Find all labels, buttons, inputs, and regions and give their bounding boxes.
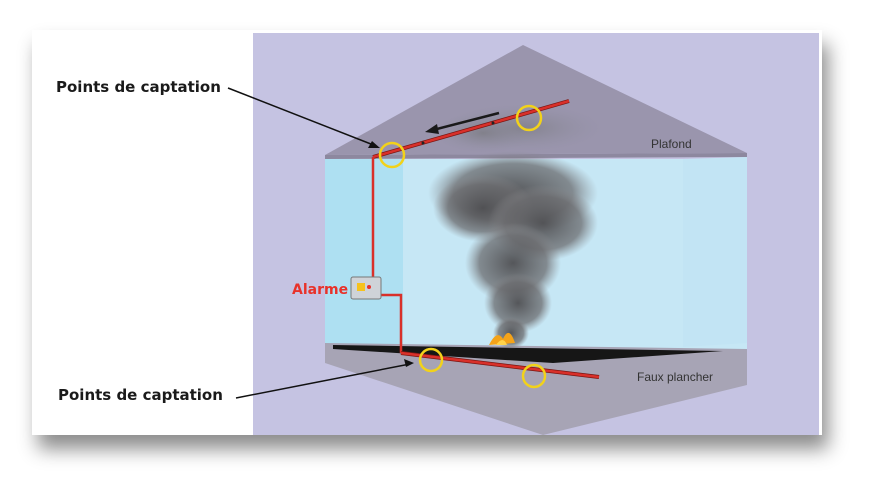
floor-riser-pipe: [381, 293, 403, 353]
left-wall: [325, 159, 403, 349]
ring-icon: [418, 347, 444, 373]
flame-icon: [489, 332, 515, 345]
alarm-box-icon: [350, 276, 382, 300]
ring-icon: [521, 363, 547, 389]
sampling-points-label-bottom: Points de captation: [58, 386, 223, 404]
left-arrow-icon: [425, 111, 500, 134]
alarm-label: Alarme: [292, 282, 349, 298]
false-floor-label: Faux plancher: [637, 370, 714, 384]
floor-plane: [325, 343, 747, 435]
ring-icon: [378, 141, 406, 169]
ceiling-plane: [325, 45, 747, 155]
right-wall: [683, 157, 747, 347]
floor-pipe: [400, 351, 600, 379]
room-scene: [253, 33, 819, 435]
ceiling-pipe: [372, 99, 570, 159]
sampling-points-label-top: Points de captation: [56, 78, 221, 96]
ring-icon: [515, 104, 543, 132]
ceiling-label: Plafond: [651, 137, 692, 151]
